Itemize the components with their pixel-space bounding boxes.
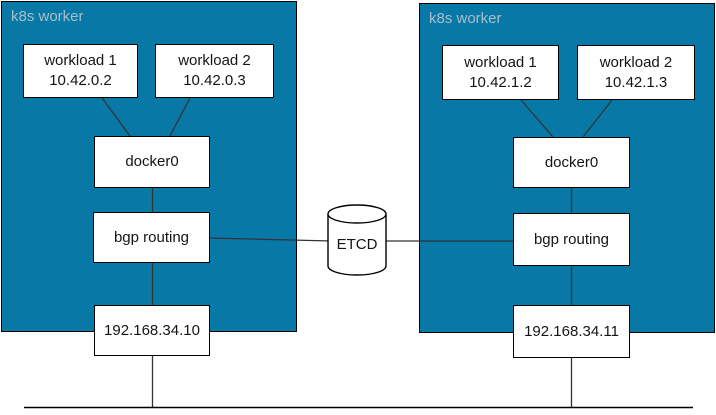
node-host-ip-left: 192.168.34.10 (94, 305, 210, 356)
node-docker0-right: docker0 (513, 137, 630, 188)
bridge-label: docker0 (544, 153, 599, 171)
node-workload2-left: workload 2 10.42.0.3 (155, 44, 274, 98)
workload-name: workload 1 (464, 53, 537, 71)
workload-ip: 10.42.0.3 (183, 72, 246, 89)
node-workload1-right: workload 1 10.42.1.2 (442, 45, 559, 100)
bridge-label: docker0 (125, 153, 179, 170)
routing-label: bgp routing (533, 230, 610, 248)
etcd-label: ETCD (337, 236, 378, 253)
node-workload1-left: workload 1 10.42.0.2 (23, 44, 138, 98)
node-docker0-left: docker0 (94, 136, 210, 188)
node-workload2-right: workload 2 10.42.1.3 (577, 45, 695, 100)
workload-ip: 10.42.1.2 (469, 73, 532, 91)
workload-name: workload 2 (599, 53, 673, 71)
node-bgp-routing-right: bgp routing (513, 213, 630, 266)
workload-name: workload 2 (178, 52, 251, 69)
host-ip-label: 192.168.34.11 (524, 322, 619, 340)
node-bgp-routing-left: bgp routing (93, 212, 210, 263)
routing-label: bgp routing (113, 228, 190, 246)
workload-ip: 10.42.0.2 (49, 72, 112, 89)
panel-title: k8s worker (11, 8, 84, 25)
node-host-ip-right: 192.168.34.11 (513, 305, 630, 358)
database-cylinder-top (327, 204, 387, 224)
etcd-datastore: ETCD (327, 204, 387, 276)
workload-name: workload 1 (44, 52, 117, 69)
database-cylinder-body (327, 214, 387, 276)
panel-title: k8s worker (429, 10, 502, 27)
workload-ip: 10.42.1.3 (604, 73, 668, 91)
host-ip-label: 192.168.34.10 (104, 321, 200, 339)
